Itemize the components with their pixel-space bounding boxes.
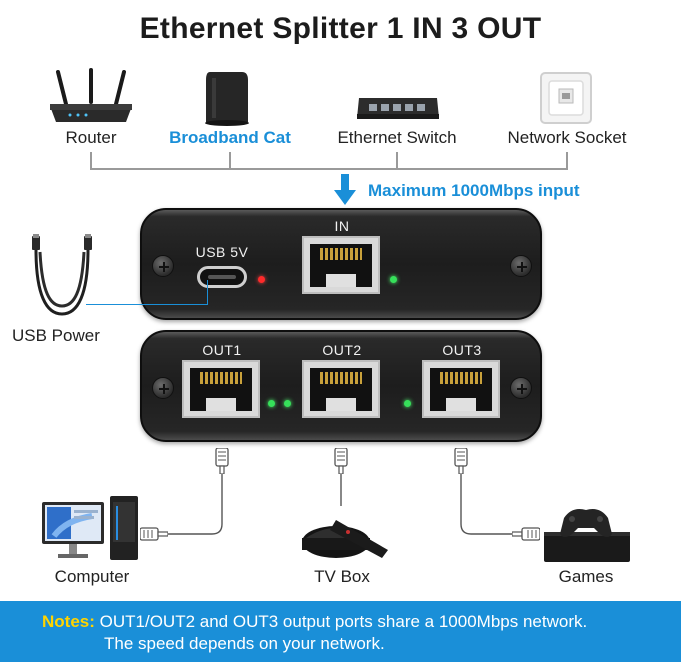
notes-line-1: Notes: OUT1/OUT2 and OUT3 output ports s… [42,612,587,632]
source-label-network-socket: Network Socket [507,128,627,147]
screw [510,377,532,399]
source-drop-line [90,152,92,168]
source-label-ethernet-switch: Ethernet Switch [337,128,457,147]
rj45-plug-icon [215,448,229,474]
screw [510,255,532,277]
usb-power-label: USB Power [12,326,100,345]
network-socket-icon [540,72,592,124]
out1-link-led [268,400,275,407]
notes-text-1: OUT1/OUT2 and OUT3 output ports share a … [99,612,588,631]
out3-port-label: OUT3 [442,342,482,358]
source-drop-line [396,152,398,168]
out2-port[interactable] [302,360,380,418]
arrow-down-icon [334,174,356,205]
out2-port-label: OUT2 [322,342,362,358]
source-label-router: Router [65,128,117,147]
in-port[interactable] [302,236,380,294]
in-link-led [390,276,397,283]
out3-port[interactable] [422,360,500,418]
notes-banner: Notes: OUT1/OUT2 and OUT3 output ports s… [0,601,681,662]
broadband-cat-icon [205,72,249,126]
splitter-input-panel: USB 5V IN [140,208,542,320]
out1-port[interactable] [182,360,260,418]
computer-icon [42,496,138,560]
source-drop-line [229,152,231,168]
page-title: Ethernet Splitter 1 IN 3 OUT [139,12,542,45]
source-label-broadband-cat: Broadband Cat [169,128,291,147]
rj45-plug-icon [334,448,348,474]
source-connector [90,168,568,170]
out1-port-label: OUT1 [202,342,242,358]
ethernet-switch-icon [357,98,439,119]
out2-link-led [284,400,291,407]
usb-c-port[interactable] [197,266,247,288]
out3-link-led [404,400,411,407]
power-led [258,276,265,283]
router-icon [50,68,132,122]
max-input-label: Maximum 1000Mbps input [368,181,580,200]
tv-box-icon [302,520,388,558]
device-label-computer: Computer [54,567,130,586]
device-label-tv-box: TV Box [314,567,370,586]
usb-power-connector [207,280,208,305]
screw [152,377,174,399]
rj45-plug-icon [140,527,168,541]
notes-text-2: The speed depends on your network. [104,634,385,653]
usb-power-connector [86,304,208,305]
in-port-label: IN [334,218,350,234]
notes-line-2: The speed depends on your network. [104,634,385,654]
source-drop-line [566,152,568,168]
rj45-plug-icon [512,527,540,541]
game-console-icon [544,509,630,562]
screw [152,255,174,277]
usb-5v-label: USB 5V [195,244,249,260]
splitter-output-panel: OUT1 OUT2 OUT3 [140,330,542,442]
rj45-plug-icon [454,448,468,474]
usb-cable-icon [32,234,92,316]
device-label-games: Games [558,567,614,586]
notes-key: Notes: [42,612,95,631]
